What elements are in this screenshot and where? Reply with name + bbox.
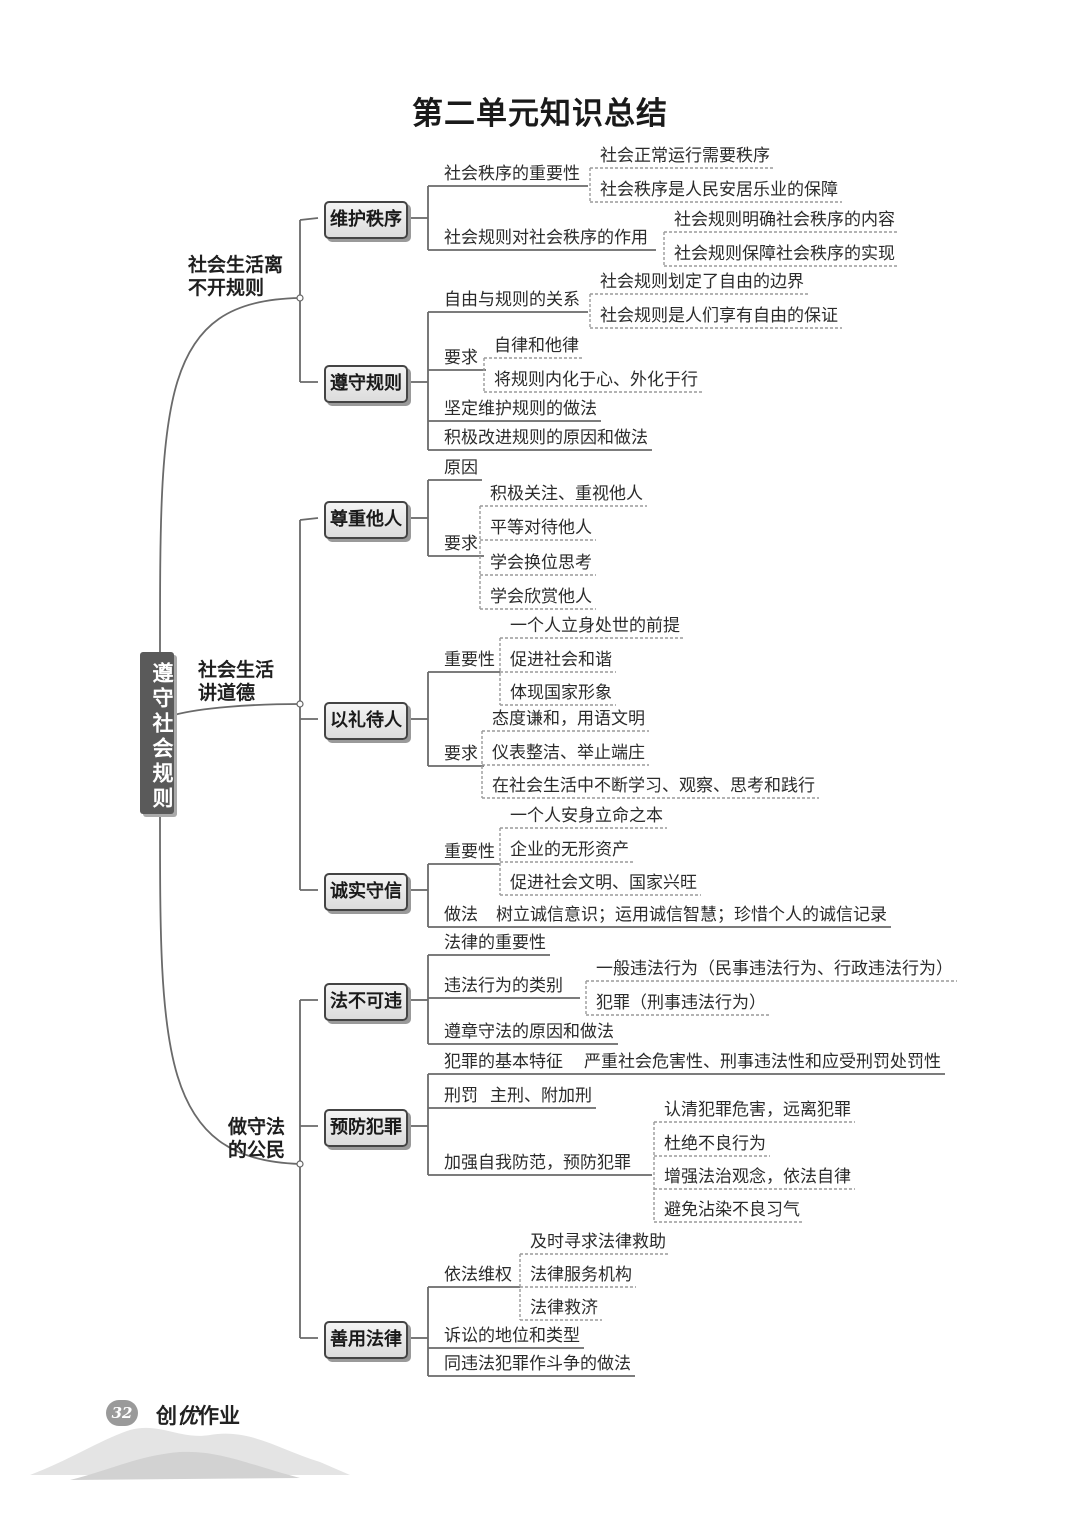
section-label-morality: 社会生活 讲道德 [198,659,275,704]
node-t3a: 原因 [444,458,478,478]
node-t7b: 刑罚 [444,1086,478,1106]
node-t3b: 要求 [444,534,478,554]
node-t3b4: 学会欣赏他人 [490,587,592,607]
root-node: 遵守社会规则 [140,652,174,814]
node-t6b1: 一般违法行为（民事违法行为、行政违法行为） [596,959,953,979]
node-t5a3: 促进社会文明、国家兴旺 [510,873,697,893]
topic-t6: 法不可违 [324,983,408,1021]
node-t6c: 遵章守法的原因和做法 [444,1022,614,1042]
node-t7c: 加强自我防范，预防犯罪 [444,1153,631,1173]
node-t2b: 要求 [444,348,478,368]
node-t5b: 做法 [444,905,478,925]
page-number-badge: 32 [106,1400,138,1426]
node-t6a: 法律的重要性 [444,933,546,953]
brand-logo: 创优作业 [156,1404,240,1428]
node-t1a2: 社会秩序是人民安居乐业的保障 [600,180,838,200]
node-t6b: 违法行为的类别 [444,976,563,996]
node-t8b: 诉讼的地位和类型 [444,1326,580,1346]
node-t1b1: 社会规则明确社会秩序的内容 [674,210,895,230]
topic-t2: 遵守规则 [324,365,408,403]
node-t1b2: 社会规则保障社会秩序的实现 [674,244,895,264]
mountain-decoration [30,1427,350,1480]
node-t8a1: 及时寻求法律救助 [530,1232,666,1252]
node-t4b1: 态度谦和，用语文明 [492,709,645,729]
node-t5a2: 企业的无形资产 [510,840,629,860]
node-t2a1: 社会规则划定了自由的边界 [600,272,804,292]
node-t5a: 重要性 [444,842,495,862]
node-t3b2: 平等对待他人 [490,518,592,538]
node-t4a: 重要性 [444,650,495,670]
page-title: 第二单元知识总结 [412,96,668,132]
node-t2d: 积极改进规则的原因和做法 [444,428,648,448]
topic-t1: 维护秩序 [324,201,408,239]
node-t2b2: 将规则内化于心、外化于行 [494,370,698,390]
node-t6b2: 犯罪（刑事违法行为） [596,993,766,1013]
node-t2a2: 社会规则是人们享有自由的保证 [600,306,838,326]
node-t2c: 坚定维护规则的做法 [444,399,597,419]
node-t7c4: 避免沾染不良习气 [664,1200,800,1220]
node-t5b1: 树立诚信意识；运用诚信智慧；珍惜个人的诚信记录 [496,905,887,925]
node-t7c2: 杜绝不良行为 [664,1134,766,1154]
node-t7c3: 增强法治观念，依法自律 [664,1167,851,1187]
node-t4a1: 一个人立身处世的前提 [510,616,680,636]
topic-t4: 以礼待人 [324,702,408,740]
topic-t3: 尊重他人 [324,501,408,539]
node-t7b1: 主刑、附加刑 [490,1086,592,1106]
section-label-law: 做守法 的公民 [228,1116,286,1161]
topic-t8: 善用法律 [324,1321,408,1359]
node-t1a1: 社会正常运行需要秩序 [600,146,770,166]
node-t2a: 自由与规则的关系 [444,290,580,310]
topic-t5: 诚实守信 [324,873,408,911]
topic-t7: 预防犯罪 [324,1109,408,1147]
node-t8a: 依法维权 [444,1265,512,1285]
node-t8a2: 法律服务机构 [530,1265,632,1285]
node-t4b2: 仪表整洁、举止端庄 [492,743,645,763]
node-t7c1: 认清犯罪危害，远离犯罪 [664,1100,851,1120]
node-t4b: 要求 [444,744,478,764]
node-t3b1: 积极关注、重视他人 [490,484,643,504]
node-t8a3: 法律救济 [530,1298,598,1318]
node-t1a: 社会秩序的重要性 [444,164,580,184]
node-t4a3: 体现国家形象 [510,683,612,703]
section-label-rules: 社会生活离 不开规则 [188,254,284,299]
node-t4a2: 促进社会和谐 [510,650,612,670]
node-t8c: 同违法犯罪作斗争的做法 [444,1354,631,1374]
node-t4b3: 在社会生活中不断学习、观察、思考和践行 [492,776,815,796]
node-t7a1: 严重社会危害性、刑事违法性和应受刑罚处罚性 [584,1052,941,1072]
node-t7a: 犯罪的基本特征 [444,1052,563,1072]
node-t1b: 社会规则对社会秩序的作用 [444,228,648,248]
node-t2b1: 自律和他律 [494,336,579,356]
node-t5a1: 一个人安身立命之本 [510,806,663,826]
node-t3b3: 学会换位思考 [490,553,592,573]
